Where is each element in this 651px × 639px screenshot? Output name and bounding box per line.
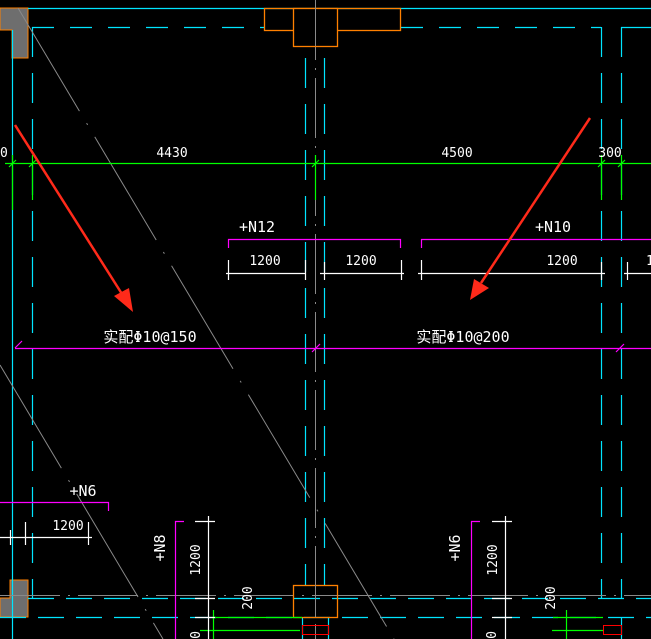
axis-lines [0,7,651,639]
arrow-right-shaft [479,117,592,284]
bar-label-n12: +N12 [239,218,275,236]
dim-200-left: 200 [241,586,256,609]
dim-text-4500: 4500 [441,146,472,161]
bar-length-n12-left: 1200 [249,254,280,269]
bar-length-n12-right: 1200 [345,254,376,269]
wall-block-top-left [0,7,29,59]
n10-bracket [420,238,651,248]
bar-lines [0,238,651,639]
annotation-arrows [13,117,592,312]
bar-length-n6-vertical: 1200 [486,544,501,575]
wall-block-bottom-left [0,579,29,618]
dim-text-300: 300 [598,146,621,161]
beam-marker-right [603,625,622,635]
arrow-left-shaft [13,124,124,295]
bar-length-n8: 1200 [189,544,204,575]
n6-vertical-bracket [470,520,480,639]
bar-length-n10-right: 1 [646,254,651,269]
rebar-note-150: 实配Φ10@150 [103,328,196,346]
arrow-left-head [114,288,133,312]
dim-text-0: 0 [0,146,8,161]
dim-0-left: 0 [189,631,204,639]
dim-0-right: 0 [485,631,500,639]
bar-label-n6-vertical: +N6 [446,534,464,561]
bar-length-n10-left: 1200 [546,254,577,269]
dimension-lines [5,155,651,639]
arrow-right-head [470,279,489,300]
bar-label-n10: +N10 [535,218,571,236]
n8-bracket [174,520,184,639]
beam-marker-left [302,625,329,635]
n12-bracket [227,238,402,248]
bar-label-n6: +N6 [69,482,96,500]
column-outlines [263,7,402,619]
bar-length-n6: 1200 [52,519,83,534]
bar-dimension-lines [0,260,651,639]
rebar-note-200: 实配Φ10@200 [416,328,509,346]
dim-200-right: 200 [544,586,559,609]
diagonal-line-1 [17,7,395,639]
dim-text-4430: 4430 [156,146,187,161]
n6-bracket [0,501,110,511]
bar-label-n8: +N8 [151,534,169,561]
